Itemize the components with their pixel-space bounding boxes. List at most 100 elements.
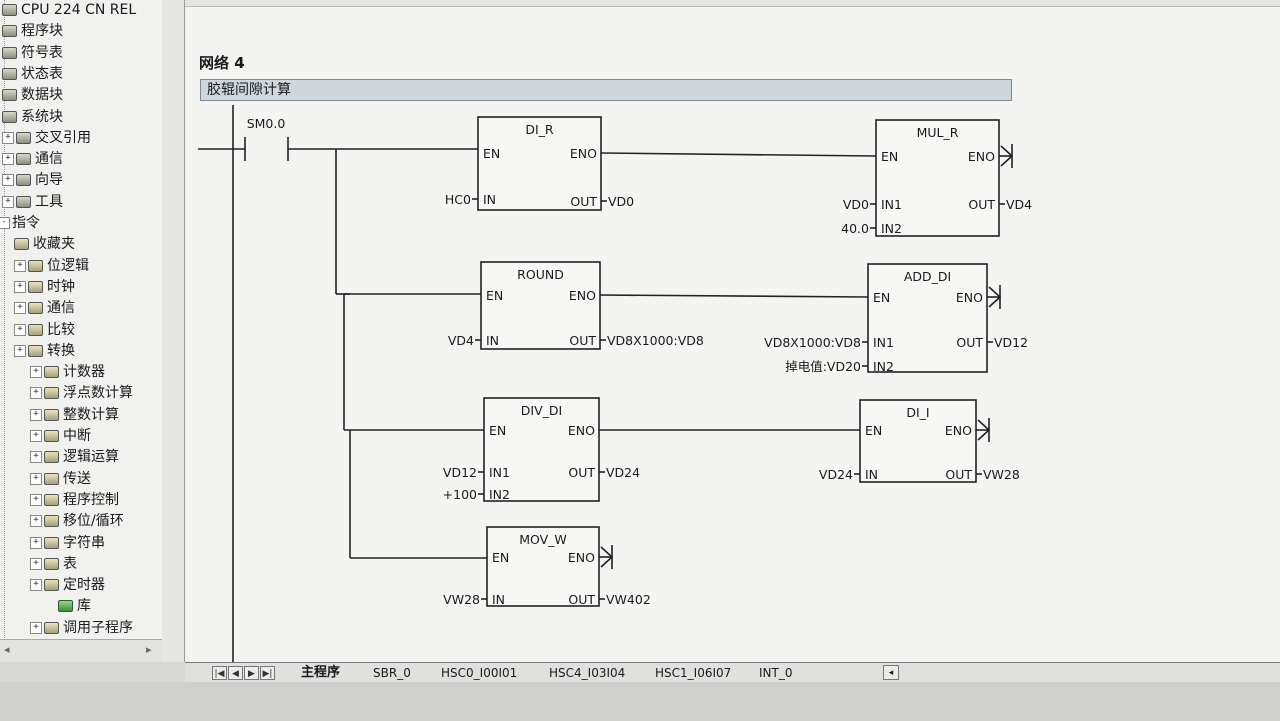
tree-item[interactable]: 状态表 bbox=[2, 64, 63, 84]
expand-icon[interactable]: + bbox=[30, 451, 42, 464]
tree-splitter[interactable] bbox=[162, 0, 185, 662]
tab-scroll-left-icon[interactable]: ◂ bbox=[883, 665, 899, 680]
tree-item[interactable]: CPU 224 CN REL bbox=[2, 0, 136, 20]
last-page-icon[interactable]: ▶| bbox=[260, 666, 275, 680]
tree-item[interactable]: + 定时器 bbox=[30, 575, 105, 595]
tab-sbr-0[interactable]: SBR_0 bbox=[373, 666, 411, 680]
instruction-box bbox=[859, 399, 977, 483]
tree-item-label: 向导 bbox=[35, 172, 63, 189]
input-operand: HC0 bbox=[445, 192, 471, 207]
tree-item[interactable]: + 通信 bbox=[14, 298, 75, 318]
tab-int-0[interactable]: INT_0 bbox=[759, 666, 793, 680]
folder-icon bbox=[44, 515, 59, 528]
tree-item[interactable]: +程序控制 bbox=[30, 490, 119, 510]
tree-item[interactable]: 数据块 bbox=[2, 85, 63, 105]
scroll-left-icon[interactable]: ◂ bbox=[4, 643, 10, 656]
scroll-right-icon[interactable]: ▸ bbox=[146, 643, 152, 656]
tree-item-label: 数据块 bbox=[21, 87, 63, 104]
prev-page-icon[interactable]: ◀ bbox=[228, 666, 243, 680]
tree-item[interactable]: +通信 bbox=[2, 149, 63, 169]
output-operand: VD12 bbox=[994, 335, 1028, 350]
tree-item-label: 计数器 bbox=[63, 364, 105, 381]
tree-item[interactable]: +转换 bbox=[14, 341, 75, 361]
expand-icon[interactable]: + bbox=[30, 493, 42, 506]
tree-item-label: 位逻辑 bbox=[47, 257, 89, 274]
tree-item-label: 传送 bbox=[63, 470, 91, 487]
expand-icon[interactable]: + bbox=[30, 536, 42, 549]
output-operand: VD4 bbox=[1006, 197, 1032, 212]
tree-item-label: 收藏夹 bbox=[33, 236, 75, 253]
library-icon bbox=[58, 600, 73, 613]
expand-icon[interactable]: + bbox=[30, 621, 42, 634]
expand-icon[interactable]: + bbox=[14, 259, 26, 272]
instruction-box bbox=[486, 526, 600, 607]
data-block-icon bbox=[2, 89, 17, 102]
expand-icon[interactable]: + bbox=[14, 280, 26, 293]
tree-item[interactable]: +字符串 bbox=[30, 533, 105, 553]
input-operand: VD4 bbox=[448, 333, 474, 348]
expand-icon[interactable]: + bbox=[14, 344, 26, 357]
expand-icon[interactable]: + bbox=[30, 515, 42, 528]
tab-main-program[interactable]: 主程序 bbox=[301, 665, 341, 680]
folder-icon bbox=[28, 259, 43, 272]
tree-item[interactable]: + 计数器 bbox=[30, 362, 105, 382]
tree-item[interactable]: +逻辑运算 bbox=[30, 447, 119, 467]
folder-icon bbox=[28, 344, 43, 357]
expand-icon[interactable]: + bbox=[30, 366, 42, 379]
tree-item[interactable]: + 传送 bbox=[30, 469, 91, 489]
tree-item[interactable]: 收藏夹 bbox=[14, 234, 75, 254]
tree-item[interactable]: +比较 bbox=[14, 320, 75, 340]
tree-item[interactable]: 符号表 bbox=[2, 43, 63, 63]
instruction-box bbox=[875, 119, 1000, 237]
tab-hsc1-i06i07[interactable]: HSC1_I06I07 bbox=[655, 666, 732, 680]
tree-item-label: 通信 bbox=[47, 300, 75, 317]
expand-icon[interactable]: + bbox=[30, 557, 42, 570]
expand-icon[interactable]: + bbox=[14, 302, 26, 315]
tree-item[interactable]: + 交叉引用 bbox=[2, 128, 91, 148]
expand-icon[interactable]: + bbox=[30, 579, 42, 592]
expand-icon[interactable]: + bbox=[2, 195, 14, 208]
program-block-icon bbox=[2, 25, 17, 38]
tree-item[interactable]: +表 bbox=[30, 554, 77, 574]
expand-icon[interactable]: + bbox=[30, 472, 42, 485]
next-page-icon[interactable]: ▶ bbox=[244, 666, 259, 680]
expand-icon[interactable]: + bbox=[2, 174, 14, 187]
tab-hsc0-i00i01[interactable]: HSC0_I00I01 bbox=[441, 666, 518, 680]
output-operand: VD24 bbox=[606, 465, 640, 480]
tree-item-label: 交叉引用 bbox=[35, 129, 91, 146]
expand-icon[interactable]: + bbox=[14, 323, 26, 336]
tree-item[interactable]: +移位/循环 bbox=[30, 511, 124, 531]
expand-icon[interactable]: + bbox=[2, 131, 14, 144]
collapse-icon[interactable]: - bbox=[0, 217, 10, 229]
tree-horizontal-scrollbar[interactable]: ◂ ▸ bbox=[0, 639, 162, 662]
tree-item[interactable]: +时钟 bbox=[14, 277, 75, 297]
output-pin-label: OUT bbox=[570, 194, 597, 209]
tab-hsc4-i03i04[interactable]: HSC4_I03I04 bbox=[549, 666, 626, 680]
folder-icon bbox=[44, 557, 59, 570]
network-comment[interactable]: 胶辊间隙计算 bbox=[200, 79, 1012, 101]
tree-item[interactable]: +调用子程序 bbox=[30, 618, 133, 638]
communication-icon bbox=[16, 153, 31, 166]
tree-item[interactable]: 库 bbox=[58, 596, 91, 616]
expand-icon[interactable]: + bbox=[30, 430, 42, 442]
tree-item-label: 定时器 bbox=[63, 577, 105, 594]
tree-item[interactable]: 系统块 bbox=[2, 107, 63, 127]
tree-item-label: 中断 bbox=[63, 428, 91, 444]
output-operand: VW28 bbox=[983, 467, 1020, 482]
tree-item[interactable]: +整数计算 bbox=[30, 405, 119, 425]
tree-item[interactable]: +浮点数计算 bbox=[30, 383, 133, 403]
tree-item[interactable]: + 中断 bbox=[30, 426, 91, 446]
folder-icon bbox=[44, 579, 59, 592]
first-page-icon[interactable]: |◀ bbox=[212, 666, 227, 680]
input-operand: VD8X1000:VD8 bbox=[764, 335, 861, 350]
tree-item[interactable]: + 向导 bbox=[2, 170, 63, 190]
tree-item[interactable]: + 位逻辑 bbox=[14, 256, 89, 276]
expand-icon[interactable]: + bbox=[30, 408, 42, 421]
tree-item[interactable]: +工具 bbox=[2, 192, 63, 212]
expand-icon[interactable]: + bbox=[30, 387, 42, 400]
expand-icon[interactable]: + bbox=[2, 153, 14, 166]
tree-item[interactable]: -指令 bbox=[0, 213, 40, 233]
box-title: ROUND bbox=[517, 267, 564, 282]
tree-item[interactable]: 程序块 bbox=[2, 21, 63, 41]
